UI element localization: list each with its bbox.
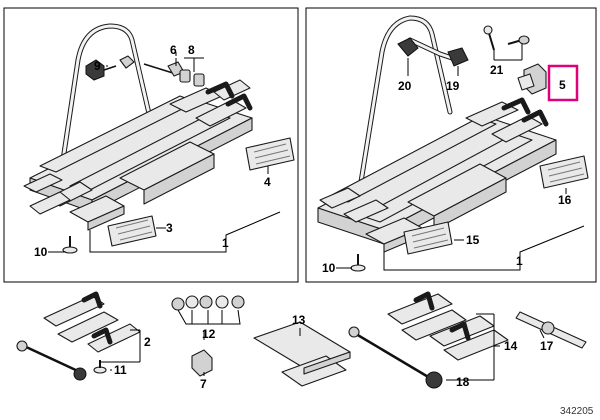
label-10-left: 10: [34, 245, 48, 259]
label-16: 16: [558, 193, 572, 207]
label-11: 11: [114, 363, 127, 377]
label-9: 9: [94, 59, 101, 73]
label-12: 12: [202, 327, 216, 341]
part-labels: 1 1 2 3 4 5 6 7 8 9 10 10 11 12 13 14 15…: [34, 43, 594, 417]
label-1-left: 1: [222, 236, 229, 250]
label-13: 13: [292, 313, 306, 327]
label-20: 20: [398, 79, 412, 93]
label-21: 21: [490, 63, 504, 77]
label-2: 2: [144, 335, 151, 349]
left-rack-assembly: [23, 23, 295, 254]
label-4: 4: [264, 175, 271, 189]
bottom-leader-lines: [100, 309, 545, 381]
label-15: 15: [466, 233, 480, 247]
label-19: 19: [446, 79, 460, 93]
label-1-right: 1: [516, 254, 523, 268]
label-10-right: 10: [322, 261, 336, 275]
label-14: 14: [504, 339, 518, 353]
label-3: 3: [166, 221, 173, 235]
right-leader-lines: [336, 44, 585, 271]
label-7: 7: [200, 377, 207, 391]
reference-number: 342205: [560, 406, 594, 417]
label-17: 17: [540, 339, 554, 353]
left-leader-lines: [48, 52, 281, 253]
right-rack-assembly: [317, 15, 589, 272]
highlight-box-part-5: [547, 64, 579, 102]
label-5: 5: [559, 78, 566, 92]
bottom-parts: [16, 291, 587, 389]
label-6: 6: [170, 43, 177, 57]
label-8: 8: [188, 43, 195, 57]
label-18: 18: [456, 375, 470, 389]
